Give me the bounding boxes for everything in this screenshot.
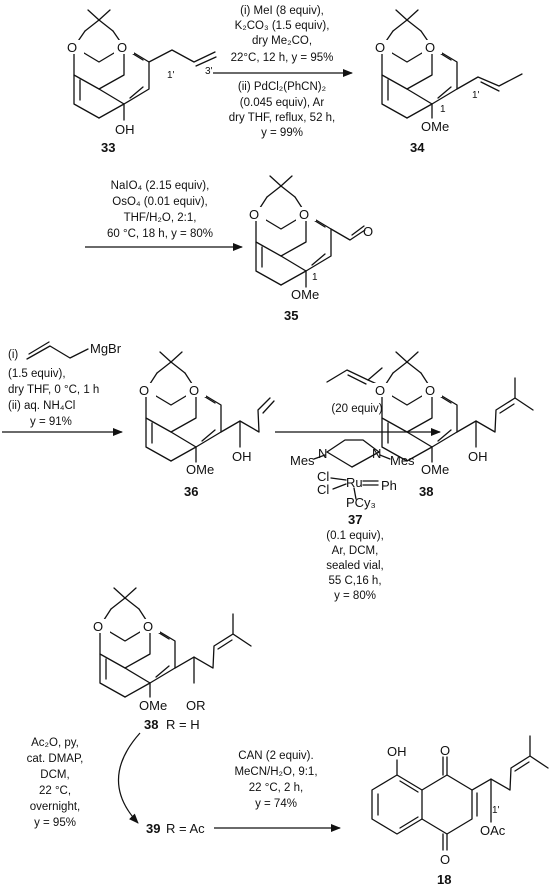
reaction-arrow xyxy=(117,732,141,824)
atom-o: O xyxy=(139,383,149,398)
compound-number-35: 35 xyxy=(284,308,298,323)
condition-line: OsO₄ (0.01 equiv), xyxy=(112,196,207,208)
condition-line: y = 80% xyxy=(334,590,376,602)
condition-line: sealed vial, xyxy=(326,560,384,572)
position-label: 1' xyxy=(492,805,500,816)
condition-line: y = 99% xyxy=(261,127,303,139)
atom-o: O xyxy=(440,852,450,867)
atom-or: OR xyxy=(186,698,206,713)
condition-line: (0.1 equiv), xyxy=(326,530,384,542)
compound-number-36: 36 xyxy=(184,484,198,499)
condition-line: y = 91% xyxy=(30,416,72,428)
atom-oh: OH xyxy=(232,449,252,464)
atom-pcy3: PCy₃ xyxy=(346,495,376,510)
condition-line: (0.045 equiv), Ar xyxy=(240,97,325,109)
condition-line: dry THF, 0 °C, 1 h xyxy=(8,384,99,396)
condition-line: (i) xyxy=(8,349,18,361)
atom-n: N xyxy=(372,446,381,461)
condition-line: (ii) PdCl₂(PhCN)₂ xyxy=(238,81,326,93)
substituent-r: R = H xyxy=(166,717,200,732)
compound-38-structure xyxy=(372,351,534,463)
reagent-equiv: (20 equiv) xyxy=(331,403,382,415)
condition-line: 22 °C, 2 h, xyxy=(249,782,303,794)
compound-number-18: 18 xyxy=(437,872,451,887)
position-label: 1 xyxy=(440,104,446,115)
condition-line: dry THF, reflux, 52 h, xyxy=(229,112,336,124)
atom-mgbr: MgBr xyxy=(90,341,122,356)
atom-ome: OMe xyxy=(421,462,449,477)
atom-o: O xyxy=(425,383,435,398)
atom-o: O xyxy=(249,207,259,222)
compound-number-37: 37 xyxy=(348,512,362,527)
condition-line: cat. DMAP, xyxy=(27,753,84,765)
position-label: 3' xyxy=(205,66,213,77)
condition-line: (ii) aq. NH₄Cl xyxy=(8,400,75,412)
position-label: 1' xyxy=(167,70,175,81)
compound-number-39: 39 xyxy=(146,821,160,836)
condition-line: (1.5 equiv), xyxy=(8,368,66,380)
condition-line: Ac₂O, py, xyxy=(31,737,79,749)
atom-o: O xyxy=(67,40,77,55)
atom-o: O xyxy=(363,224,373,239)
condition-line: dry Me₂CO, xyxy=(252,35,312,47)
condition-line: CAN (2 equiv). xyxy=(238,750,313,762)
compound-18-structure xyxy=(371,735,549,851)
condition-line: DCM, xyxy=(40,769,69,781)
condition-line: 22°C, 12 h, y = 95% xyxy=(231,52,334,64)
condition-line: MeCN/H₂O, 9:1, xyxy=(234,766,317,778)
compound-number-38: 38 xyxy=(144,717,158,732)
allyl-grignard-structure xyxy=(26,341,89,360)
atom-ome: OMe xyxy=(421,119,449,134)
atom-o: O xyxy=(299,207,309,222)
atom-oh: OH xyxy=(115,122,135,137)
condition-line: NaIO₄ (2.15 equiv), xyxy=(111,180,210,192)
atom-cl: Cl xyxy=(317,469,329,484)
compound-36-structure xyxy=(136,351,275,463)
condition-line: 60 °C, 18 h, y = 80% xyxy=(107,228,213,240)
atom-o: O xyxy=(93,619,103,634)
condition-line: overnight, xyxy=(30,801,81,813)
compound-38-or-structure xyxy=(90,587,252,698)
atom-ph: Ph xyxy=(381,478,397,493)
atom-ome: OMe xyxy=(139,698,167,713)
atom-mes: Mes xyxy=(290,453,315,468)
atom-o: O xyxy=(143,619,153,634)
atom-cl: Cl xyxy=(317,482,329,497)
condition-line: y = 74% xyxy=(255,798,297,810)
atom-oh: OH xyxy=(387,744,407,759)
condition-line: Ar, DCM, xyxy=(332,545,379,557)
catalyst-37-structure xyxy=(313,439,391,500)
atom-o: O xyxy=(375,383,385,398)
atom-o: O xyxy=(425,40,435,55)
condition-line: 22 °C, xyxy=(39,785,71,797)
position-label: 1 xyxy=(312,272,318,283)
atom-ome: OMe xyxy=(186,462,214,477)
atom-o: O xyxy=(440,743,450,758)
condition-line: 55 C,16 h, xyxy=(328,575,381,587)
atom-mes: Mes xyxy=(390,453,415,468)
condition-line: K₂CO₃ (1.5 equiv), xyxy=(235,20,330,32)
compound-35-structure xyxy=(246,175,366,288)
condition-line: THF/H₂O, 2:1, xyxy=(124,212,197,224)
atom-o: O xyxy=(375,40,385,55)
atom-n: N xyxy=(318,446,327,461)
substituent-r: R = Ac xyxy=(166,821,205,836)
compound-number-38: 38 xyxy=(419,484,433,499)
compound-number-34: 34 xyxy=(410,140,425,155)
atom-o: O xyxy=(117,40,127,55)
atom-oac: OAc xyxy=(480,823,506,838)
compound-34-structure xyxy=(372,9,523,119)
compound-number-33: 33 xyxy=(101,140,115,155)
atom-ru: Ru xyxy=(346,475,363,490)
atom-o: O xyxy=(189,383,199,398)
compound-33-structure xyxy=(64,9,217,121)
position-label: 1' xyxy=(472,90,480,101)
atom-oh: OH xyxy=(468,449,488,464)
condition-line: (i) MeI (8 equiv), xyxy=(240,5,324,17)
condition-line: y = 95% xyxy=(34,817,76,829)
atom-ome: OMe xyxy=(291,287,319,302)
